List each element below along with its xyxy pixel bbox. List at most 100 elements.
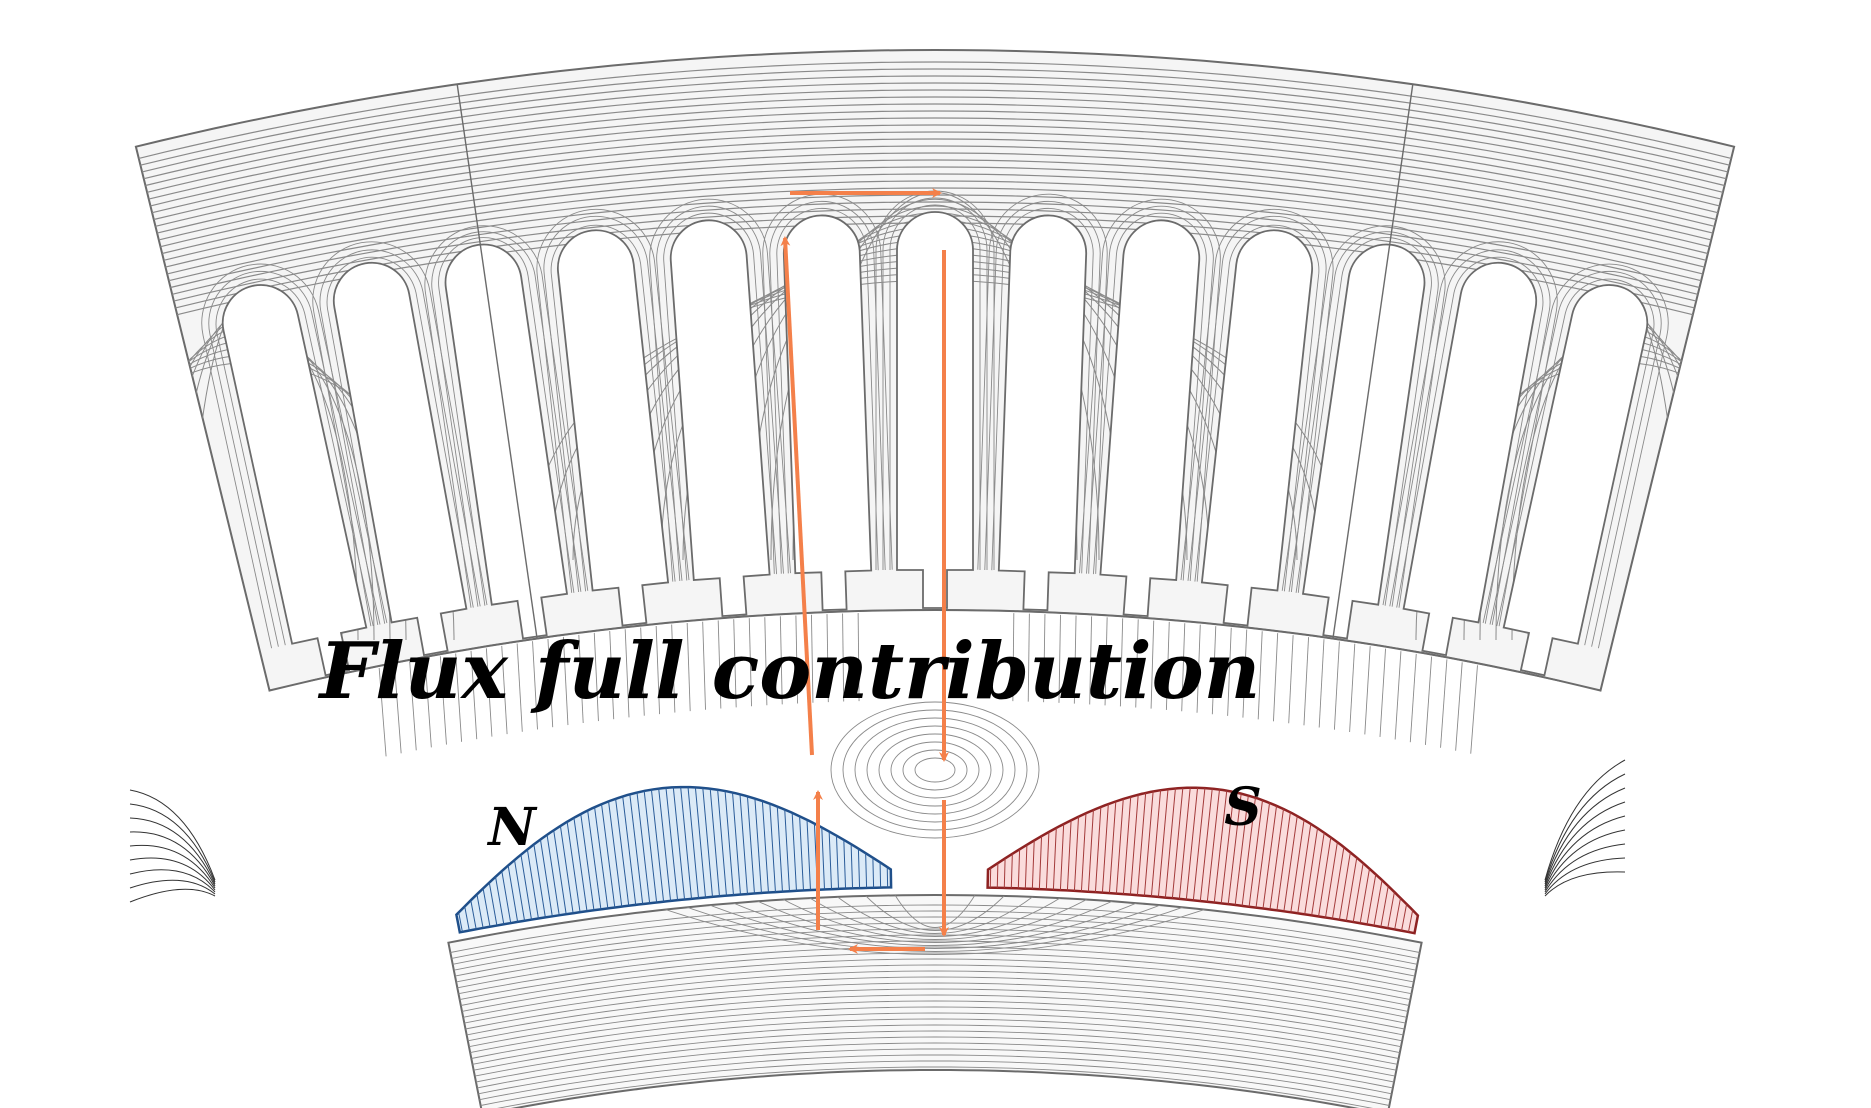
section-line (1332, 84, 1414, 639)
flux-line (1092, 212, 1207, 581)
flux-line (1211, 626, 1217, 715)
magnet-hatch-line (1178, 787, 1193, 907)
flux-line (550, 224, 676, 592)
flux-line (1544, 843, 1626, 893)
flux-line (451, 910, 1419, 959)
magnet-hatch-line (766, 787, 777, 901)
flux-line (150, 110, 1720, 207)
flux-line (424, 659, 432, 748)
magnet-hatch-line (796, 787, 805, 899)
flux-line (167, 180, 1703, 275)
flux-line (319, 249, 481, 625)
magnet-hatch-line (634, 787, 652, 912)
magnet-hatch-line (1171, 787, 1186, 907)
magnet-hatch-line (722, 787, 735, 904)
flux-line (882, 197, 988, 570)
flux-line (1424, 656, 1433, 745)
flux-line (842, 709, 1028, 831)
flux-line (1273, 633, 1279, 722)
flux-line (1181, 623, 1186, 712)
flux-line (1165, 621, 1170, 710)
magnet-hatch-line (1066, 787, 1075, 899)
flux-line (656, 205, 784, 582)
flux-line (468, 1000, 1402, 1048)
flux-line (463, 970, 1407, 1018)
flux-line (779, 616, 783, 705)
flux-line (464, 976, 1406, 1024)
flux-line (671, 624, 676, 713)
flux-line (141, 75, 1729, 173)
flux-line (1073, 615, 1077, 704)
flux-line (795, 615, 799, 704)
flux-line (1470, 665, 1478, 754)
flux-line (470, 650, 478, 740)
magnet-hatch-line (788, 787, 798, 899)
stator-slot (221, 284, 368, 677)
magnet-hatch-line (670, 787, 686, 908)
flux-line (1104, 617, 1108, 706)
diagram-title: Flux full contribution (318, 626, 1261, 717)
stator-slot (896, 211, 974, 609)
flux-line (485, 648, 493, 737)
flux-line (473, 1024, 1397, 1071)
flux-line (1544, 801, 1626, 887)
flux-line (1455, 662, 1463, 751)
flux-line (1349, 643, 1356, 733)
magnet-hatch-line (1080, 787, 1090, 900)
stator-slot (1301, 243, 1426, 640)
stator-slot (1200, 229, 1314, 627)
flux-line (769, 200, 886, 574)
flux-line (1180, 208, 1334, 593)
flux-line (609, 631, 615, 720)
flux-line (450, 904, 1420, 953)
flux-line (1544, 857, 1626, 895)
flux-line (466, 988, 1404, 1036)
flux-line (453, 922, 1417, 971)
stator-slot (556, 229, 670, 627)
flux-line (1288, 231, 1439, 607)
flux-line (172, 201, 1698, 295)
flux-line (1333, 641, 1340, 730)
flux-line (1379, 648, 1387, 737)
flux-line (810, 614, 814, 703)
flux-line (472, 1018, 1398, 1065)
magnet-hatch-line (983, 755, 986, 895)
flux-line (1544, 871, 1626, 897)
magnet-hatch-line (1191, 787, 1208, 909)
flux-line (465, 982, 1405, 1030)
flux-line (830, 701, 1040, 839)
flux-line (655, 625, 661, 715)
flux-line (1058, 614, 1061, 703)
flux-line (129, 789, 216, 881)
flux-line (146, 96, 1724, 193)
flux-line (866, 725, 1004, 815)
flux-line (138, 61, 1732, 159)
magnet-hatch-line (1115, 787, 1127, 902)
flux-line (431, 231, 582, 607)
flux-line (140, 68, 1730, 166)
flux-line (129, 831, 216, 887)
flux-line (129, 844, 216, 889)
flux-line (378, 667, 387, 757)
flux-line (864, 895, 1006, 931)
flux-line (640, 627, 645, 716)
flux-line (764, 617, 768, 706)
magnet-hatch-line (1240, 787, 1259, 914)
magnet-hatch-line (1226, 787, 1245, 913)
flux-line (1396, 256, 1544, 624)
flux-line (456, 934, 1414, 983)
magnet-hatch-line (1205, 787, 1223, 910)
magnet-hatch-line (893, 755, 895, 895)
flux-line (160, 152, 1710, 248)
flux-line (649, 198, 791, 582)
stator-slot (1099, 219, 1201, 618)
flux-line (208, 270, 381, 647)
magnet-hatch-line (803, 787, 812, 899)
flux-line (458, 946, 1412, 995)
magnet-hatch-line (1164, 787, 1178, 906)
flux-line (516, 643, 523, 732)
flux-line (501, 645, 508, 735)
flux-line (776, 207, 879, 574)
magnet-hatch-line (1094, 787, 1105, 901)
flux-line (452, 916, 1418, 965)
